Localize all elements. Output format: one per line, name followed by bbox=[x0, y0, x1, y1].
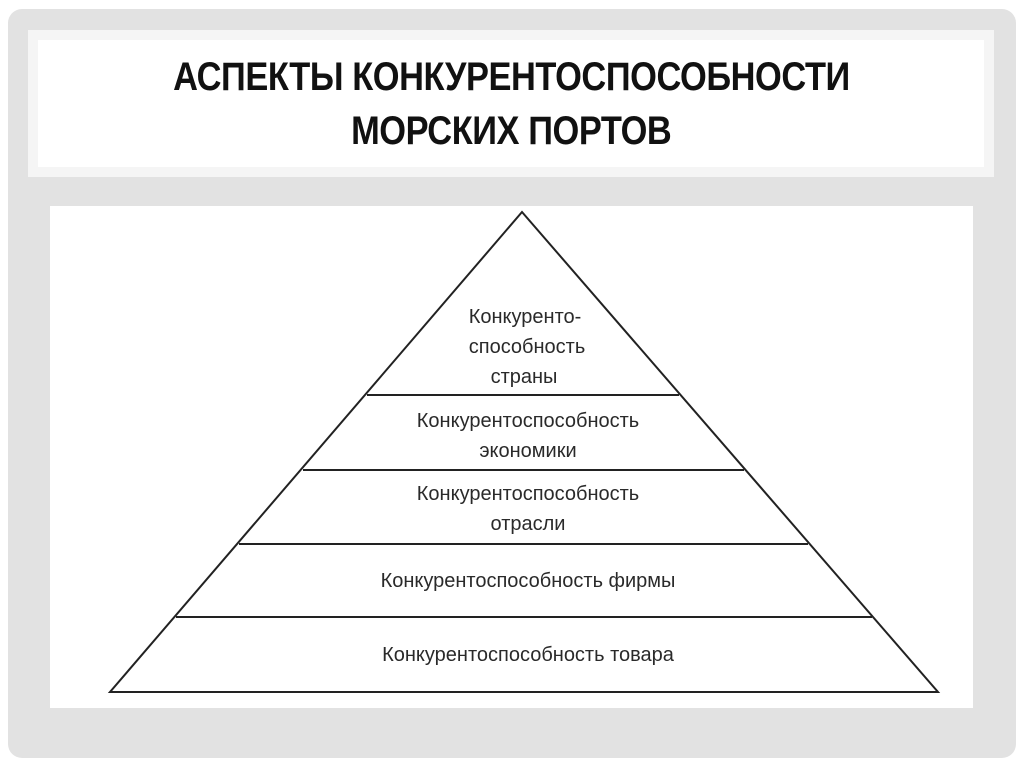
level-economy-line-1: Конкурентоспособность bbox=[417, 410, 639, 432]
pyramid-level-economy: Конкурентоспособность экономики bbox=[417, 410, 639, 462]
level-industry-line-2: отрасли bbox=[491, 513, 566, 535]
level-country-line-1: Конкуренто- bbox=[469, 306, 582, 328]
slide-title-line-1: АСПЕКТЫ КОНКУРЕНТОСПОСОБНОСТИ bbox=[172, 54, 850, 99]
slide-title-line-2: МОРСКИХ ПОРТОВ bbox=[350, 108, 672, 153]
pyramid-diagram: Конкуренто- способность страны Конкурент… bbox=[50, 206, 973, 708]
title-inner: АСПЕКТЫ КОНКУРЕНТОСПОСОБНОСТИ МОРСКИХ ПО… bbox=[38, 40, 984, 167]
pyramid-level-firm: Конкурентоспособность фирмы bbox=[381, 570, 676, 592]
level-industry-line-1: Конкурентоспособность bbox=[417, 483, 639, 505]
pyramid-level-product: Конкурентоспособность товара bbox=[382, 644, 675, 666]
level-country-line-3: страны bbox=[491, 366, 558, 388]
level-country-line-2: способность bbox=[469, 336, 586, 358]
level-product-line-1: Конкурентоспособность товара bbox=[382, 644, 675, 666]
pyramid-level-industry: Конкурентоспособность отрасли bbox=[417, 483, 639, 535]
level-economy-line-2: экономики bbox=[479, 440, 576, 462]
title-box: АСПЕКТЫ КОНКУРЕНТОСПОСОБНОСТИ МОРСКИХ ПО… bbox=[28, 30, 994, 177]
pyramid-outline bbox=[107, 210, 941, 693]
pyramid-level-country: Конкуренто- способность страны bbox=[469, 306, 586, 388]
level-firm-line-1: Конкурентоспособность фирмы bbox=[381, 570, 676, 592]
pyramid-svg: Конкуренто- способность страны Конкурент… bbox=[107, 210, 941, 693]
